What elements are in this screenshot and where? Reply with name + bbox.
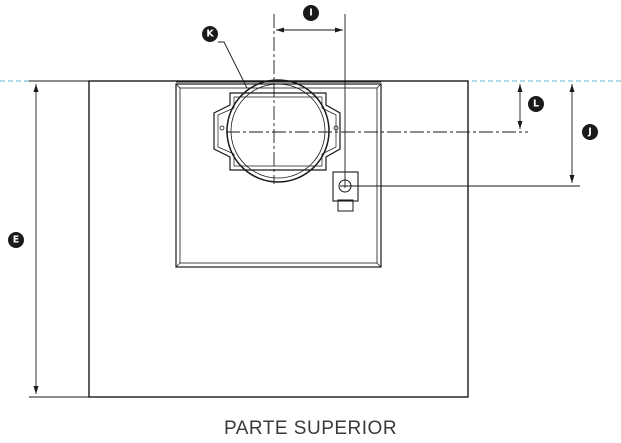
svg-text:K: K xyxy=(206,29,214,40)
svg-text:L: L xyxy=(533,99,539,110)
dimension-badge-i: I xyxy=(303,5,319,21)
dimension-badge-k: K xyxy=(202,26,218,42)
gas-connector xyxy=(332,171,359,202)
inner-box-inset xyxy=(179,87,378,264)
dimension-badge-e: E xyxy=(8,232,24,248)
dimension-badge-j: J xyxy=(582,124,598,140)
outer-body xyxy=(88,80,469,398)
collar-screw-right xyxy=(333,125,339,131)
svg-text:E: E xyxy=(13,235,20,246)
collar-screw-left xyxy=(219,125,225,131)
view-caption: PARTE SUPERIOR xyxy=(223,418,398,439)
svg-text:J: J xyxy=(587,127,592,138)
svg-text:I: I xyxy=(309,8,313,19)
dimension-badge-l: L xyxy=(528,96,544,112)
inner-box xyxy=(175,83,382,268)
collar-plate xyxy=(213,92,341,171)
flue-outlet xyxy=(226,79,330,183)
dimension-k-leader xyxy=(218,41,248,89)
